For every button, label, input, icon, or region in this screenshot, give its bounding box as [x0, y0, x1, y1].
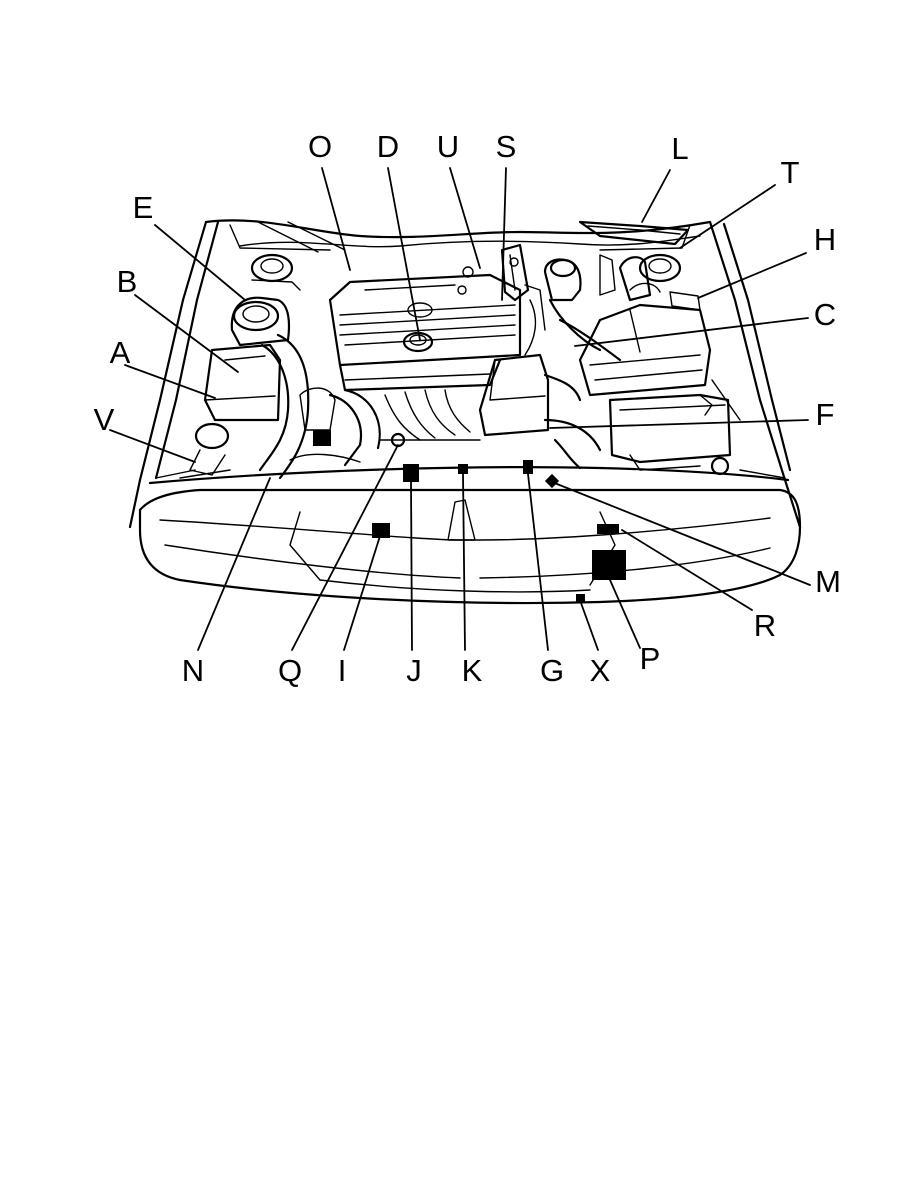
component-markers [313, 430, 626, 603]
callout-M: M [815, 564, 841, 599]
callout-U: U [437, 129, 459, 164]
callout-X: X [590, 653, 611, 688]
callout-F: F [816, 397, 835, 432]
callout-E: E [133, 190, 154, 225]
callout-J: J [406, 653, 422, 688]
callout-C: C [814, 297, 836, 332]
callout-labels: O D U S L T E H B C A V F M R P N Q I J … [94, 129, 841, 688]
callout-I: I [338, 653, 347, 688]
callout-G: G [540, 653, 564, 688]
marker-J [403, 464, 419, 482]
marker-X [576, 594, 585, 603]
callout-P: P [640, 641, 661, 676]
callout-O: O [308, 129, 332, 164]
marker-I [372, 523, 390, 538]
callout-Q: Q [278, 653, 302, 688]
callout-B: B [117, 264, 138, 299]
callout-D: D [377, 129, 399, 164]
engine-bay-illustration [128, 219, 802, 605]
callout-S: S [496, 129, 517, 164]
marker-P [592, 550, 626, 580]
callout-R: R [754, 608, 776, 643]
callout-A: A [110, 335, 131, 370]
marker-M [544, 473, 560, 489]
callout-K: K [462, 653, 483, 688]
leader-lines [109, 167, 811, 651]
marker-R [597, 524, 619, 534]
callout-V: V [94, 402, 115, 437]
callout-N: N [182, 653, 204, 688]
marker-N [313, 430, 331, 446]
callout-T: T [781, 155, 800, 190]
callout-H: H [814, 222, 836, 257]
callout-L: L [671, 131, 688, 166]
marker-G [523, 460, 533, 474]
marker-K [458, 464, 468, 474]
